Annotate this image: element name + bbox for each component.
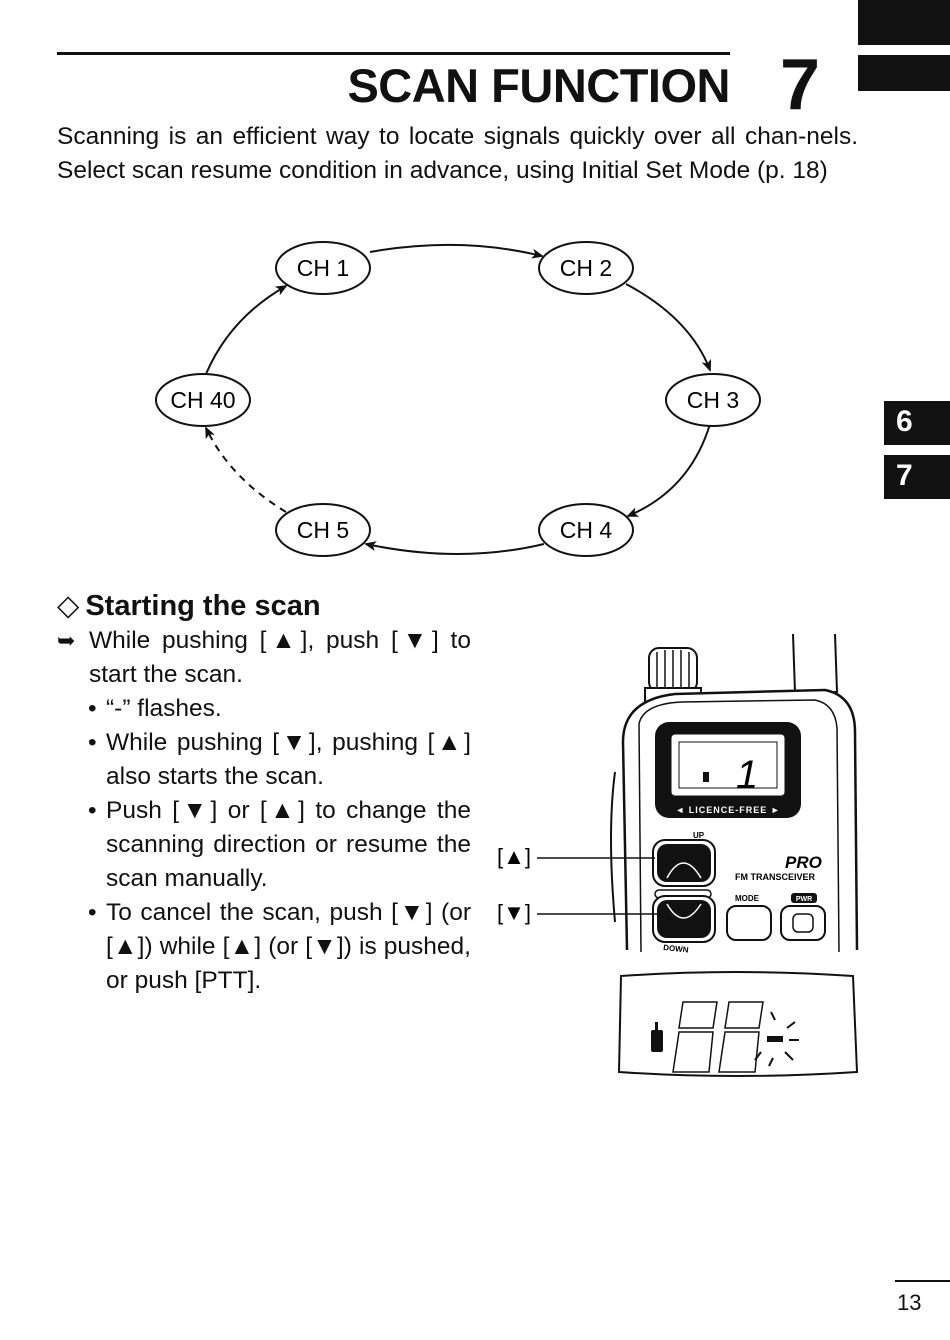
chapter-marker-block: [858, 0, 950, 45]
lcd-digit: 1: [736, 753, 758, 797]
channel-label: CH 1: [297, 255, 349, 281]
up-label: UP: [693, 831, 705, 840]
chapter-tab-7[interactable]: 7: [884, 455, 950, 499]
channel-node-ch5: CH 5: [275, 503, 371, 557]
chapter-tab-6[interactable]: 6: [884, 401, 950, 445]
channel-node-ch3: CH 3: [665, 373, 761, 427]
channel-node-ch40: CH 40: [155, 373, 251, 427]
mode-label: MODE: [735, 894, 760, 903]
down-button[interactable]: [652, 895, 716, 943]
page-title: SCAN FUNCTION: [347, 59, 730, 112]
down-label: DOWN: [663, 943, 689, 955]
up-callout: [▲]: [497, 844, 531, 869]
scan-cycle-diagram: CH 1 CH 2 CH 3 CH 4 CH 5 CH 40: [155, 241, 761, 557]
page-number: 13: [897, 1290, 922, 1315]
channel-label: CH 4: [560, 517, 613, 543]
list-item: To cancel the scan, push [▼] (or [▲]) wh…: [88, 896, 471, 998]
section-heading: ◇Starting the scan: [57, 588, 321, 623]
down-callout: [▼]: [497, 900, 531, 925]
lcd-inset: [617, 971, 859, 1077]
step-text: While pushing [▲], push [▼] to start the…: [89, 627, 471, 688]
title-rule: [57, 52, 730, 55]
pwr-label: PWR: [796, 896, 812, 903]
page-number-rule: [895, 1280, 950, 1282]
channel-node-ch2: CH 2: [538, 241, 634, 295]
channel-label: CH 5: [297, 517, 349, 543]
channel-node-ch1: CH 1: [275, 241, 371, 295]
model-label: FM TRANSCEIVER: [735, 872, 816, 882]
channel-label: CH 40: [170, 387, 235, 413]
list-item: While pushing [▼], pushing [▲] also star…: [88, 726, 471, 794]
list-item: Push [▼] or [▲] to change the scanning d…: [88, 794, 471, 896]
step-arrow-icon: ➥: [57, 628, 76, 653]
instruction-step: ➥ While pushing [▲], push [▼] to start t…: [57, 624, 471, 692]
bullet-list: “-” flashes. While pushing [▼], pushing …: [88, 692, 471, 998]
brand-logo: PRO: [785, 853, 822, 872]
channel-label: CH 2: [560, 255, 612, 281]
diamond-icon: ◇: [57, 590, 80, 622]
section-heading-text: Starting the scan: [85, 590, 321, 622]
list-item: “-” flashes.: [88, 692, 471, 726]
channel-label: CH 3: [687, 387, 739, 413]
mode-button[interactable]: [726, 905, 772, 941]
up-button[interactable]: [652, 839, 716, 887]
channel-node-ch4: CH 4: [538, 503, 634, 557]
chapter-marker-block: [858, 55, 950, 91]
licence-free-label: ◄ LICENCE-FREE ►: [675, 805, 780, 815]
chapter-number: 7: [780, 45, 821, 125]
radio-illustration: 1 ◄ LICENCE-FREE ► UP DOWN PRO FM TRANSC…: [497, 633, 859, 1077]
intro-paragraph: Scanning is an efficient way to locate s…: [57, 123, 858, 184]
